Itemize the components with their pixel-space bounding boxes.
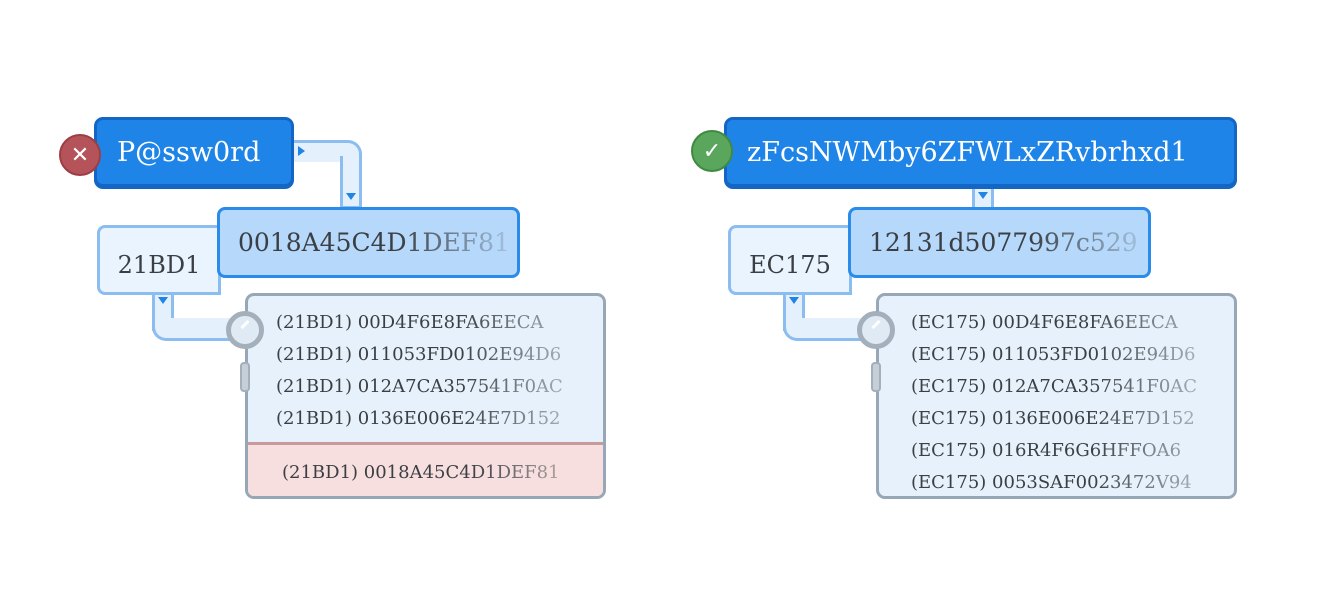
hash-text: 0018A45C4D1DEF81	[238, 228, 508, 257]
magnifier-icon	[226, 311, 264, 349]
salt-box: 21BD1	[97, 225, 221, 295]
connector-tube	[783, 319, 878, 341]
arrow-down-icon	[789, 297, 799, 304]
arrow-down-icon	[158, 297, 168, 304]
magnifier-handle	[871, 362, 881, 392]
arrow-right-icon	[298, 146, 305, 156]
password-text: zFcsNWMby6ZFWLxZRvbrhxd1	[747, 136, 1188, 168]
password-text: P@ssw0rd	[117, 136, 261, 168]
table-row: (EC175) 016R4F6G6HFFOA6	[911, 440, 1182, 461]
error-x-icon: ✕	[59, 134, 101, 176]
table-row: (21BD1) 0136E006E24E7D152	[276, 408, 561, 429]
table-row: (EC175) 0136E006E24E7D152	[911, 408, 1195, 429]
table-row: (21BD1) 012A7CA357541F0AC	[276, 376, 563, 397]
table-row: (EC175) 012A7CA357541F0AC	[911, 376, 1198, 397]
connector-tube	[340, 156, 362, 209]
password-box: P@ssw0rd	[94, 117, 294, 187]
connector-tube	[152, 319, 247, 341]
magnifier-icon	[857, 311, 895, 349]
salt-text: 21BD1	[117, 251, 201, 279]
lookup-table: (21BD1) 00D4F6E8FA6EECA (21BD1) 011053FD…	[245, 293, 606, 499]
magnifier-handle	[240, 362, 250, 392]
success-check-icon: ✓	[691, 130, 733, 172]
table-row: (21BD1) 011053FD0102E94D6	[276, 344, 562, 365]
password-box: zFcsNWMby6ZFWLxZRvbrhxd1	[724, 117, 1237, 187]
arrow-down-icon	[978, 192, 988, 199]
arrow-down-icon	[346, 193, 356, 200]
salt-text: EC175	[749, 251, 831, 279]
matched-table-row: (21BD1) 0018A45C4D1DEF81	[248, 442, 603, 496]
lookup-table: (EC175) 00D4F6E8FA6EECA (EC175) 011053FD…	[876, 293, 1237, 499]
table-row: (EC175) 00D4F6E8FA6EECA	[911, 312, 1178, 333]
table-row: (EC175) 0053SAF0023472V94	[911, 472, 1192, 493]
hash-box: 12131d5077997c529c	[848, 207, 1151, 278]
salt-box: EC175	[728, 225, 852, 295]
hash-box: 0018A45C4D1DEF81	[217, 207, 520, 278]
table-row: (21BD1) 00D4F6E8FA6EECA	[276, 312, 544, 333]
table-row: (EC175) 011053FD0102E94D6	[911, 344, 1196, 365]
hash-text: 12131d5077997c529c	[869, 228, 1139, 257]
matched-row-text: (21BD1) 0018A45C4D1DEF81	[282, 462, 560, 483]
